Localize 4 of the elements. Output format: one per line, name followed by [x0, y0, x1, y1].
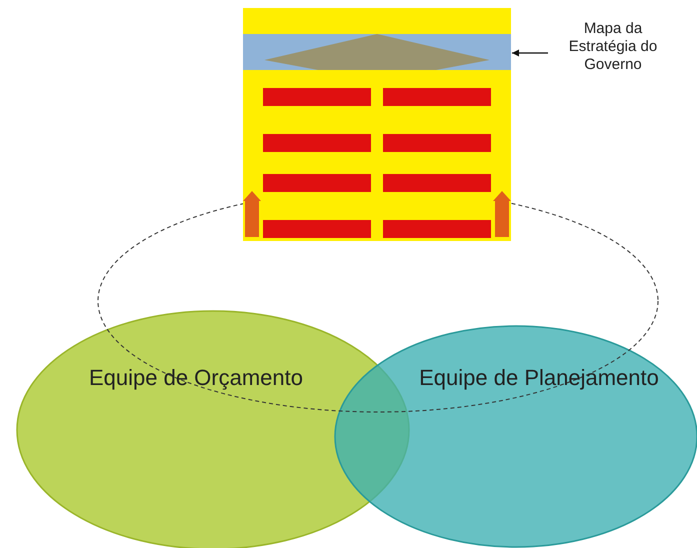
- callout-label: Mapa da Estratégia do Governo: [568, 20, 658, 74]
- circle-label: Equipe de Planejamento: [418, 365, 660, 392]
- arrow: [512, 50, 548, 56]
- circle-label: Equipe de Orçamento: [88, 365, 304, 392]
